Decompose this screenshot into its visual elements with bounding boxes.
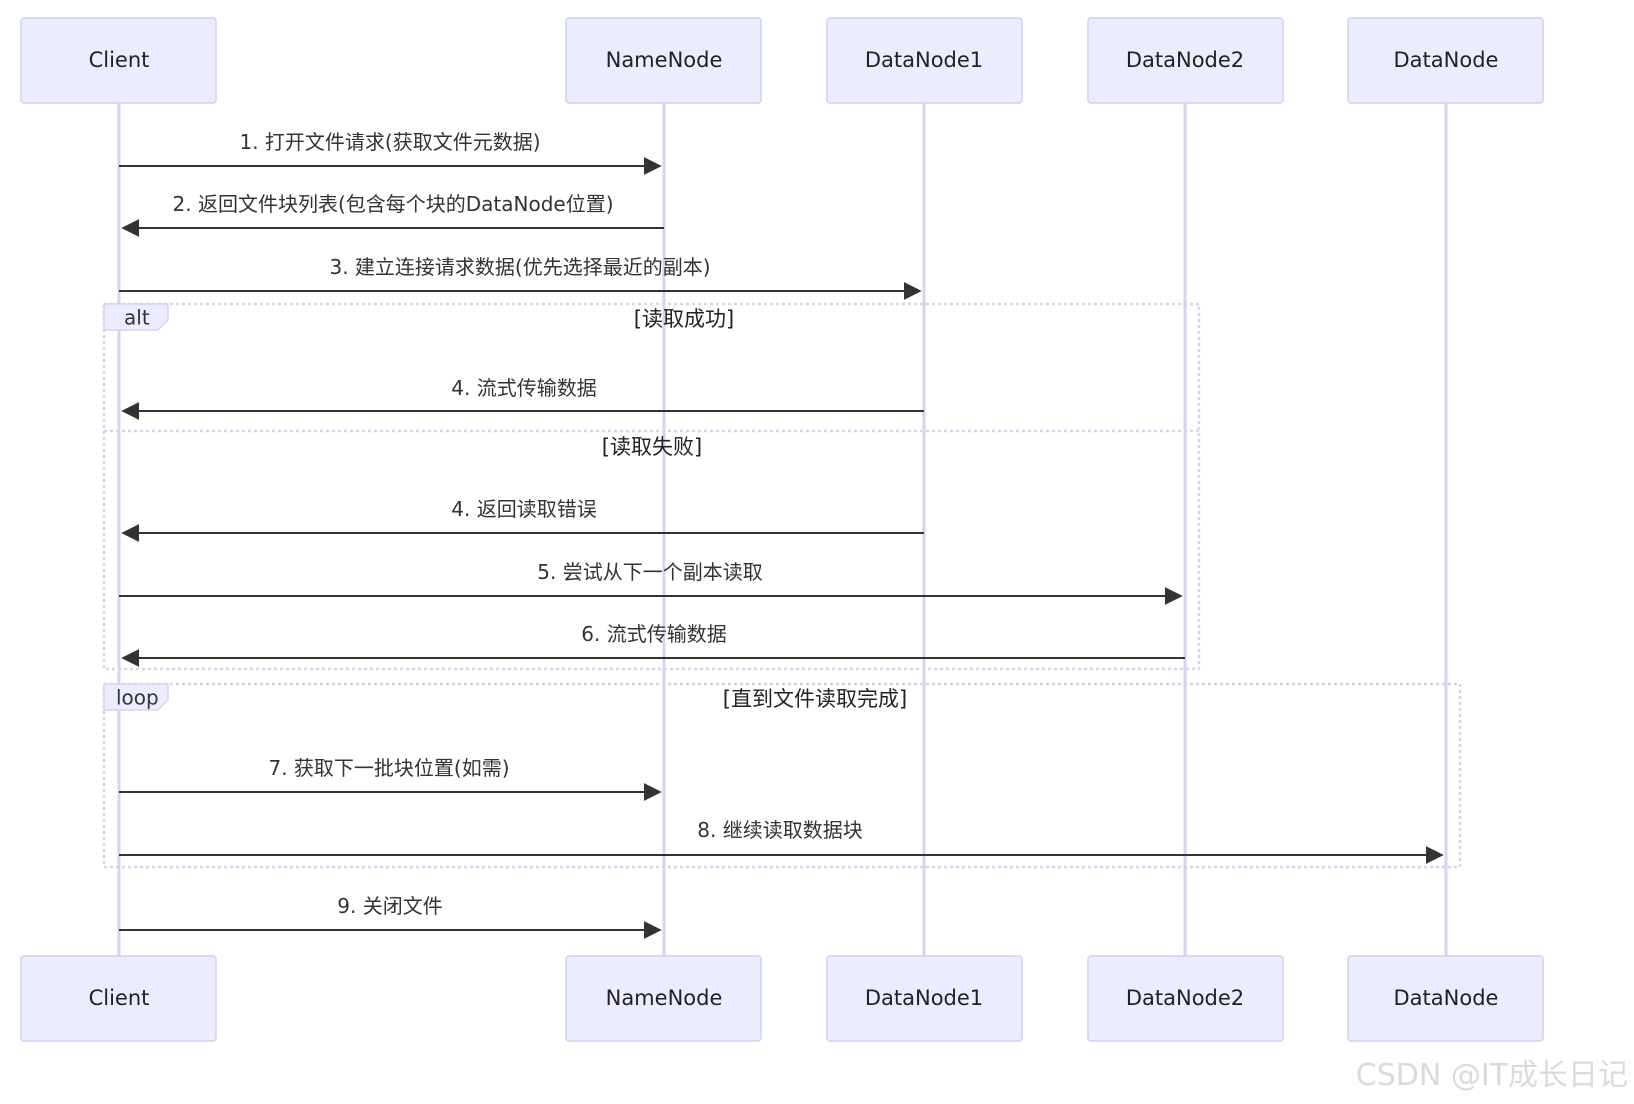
- message-1: 1. 打开文件请求(获取文件元数据): [119, 130, 662, 175]
- alt-condition: [读取成功]: [634, 307, 734, 331]
- message-label: 5. 尝试从下一个副本读取: [537, 560, 762, 584]
- message-label: 7. 获取下一批块位置(如需): [268, 756, 509, 780]
- actor-label: Client: [89, 48, 150, 72]
- actor-label: DataNode2: [1126, 48, 1244, 72]
- message-6: 6. 流式传输数据: [121, 622, 1185, 667]
- message-label: 4. 流式传输数据: [451, 376, 596, 400]
- message-7: 7. 获取下一批块位置(如需): [119, 756, 662, 801]
- actor-label: NameNode: [606, 48, 723, 72]
- message-label: 8. 继续读取数据块: [697, 818, 862, 842]
- actor-label: DataNode1: [865, 48, 983, 72]
- message-label: 2. 返回文件块列表(包含每个块的DataNode位置): [173, 192, 614, 216]
- message-label: 4. 返回读取错误: [451, 497, 596, 521]
- actor-label: NameNode: [606, 986, 723, 1010]
- message-2: 2. 返回文件块列表(包含每个块的DataNode位置): [121, 192, 664, 237]
- alt-label: alt: [124, 306, 150, 330]
- message-label: 1. 打开文件请求(获取文件元数据): [239, 130, 540, 154]
- actor-label: DataNode1: [865, 986, 983, 1010]
- loop-condition: [直到文件读取完成]: [723, 687, 907, 711]
- loop-fragment: loop [直到文件读取完成]: [102, 682, 1462, 869]
- actor-label: DataNode: [1394, 48, 1499, 72]
- message-5: 5. 尝试从下一个副本读取: [119, 560, 1183, 605]
- message-label: 6. 流式传输数据: [581, 622, 726, 646]
- alt-else-condition: [读取失败]: [602, 435, 702, 459]
- actor-label: Client: [89, 986, 150, 1010]
- actor-namenode-top: NameNode: [565, 17, 762, 104]
- message-4b: 4. 返回读取错误: [121, 497, 924, 542]
- message-4a: 4. 流式传输数据: [121, 376, 924, 420]
- actor-label: DataNode: [1394, 986, 1499, 1010]
- actor-datanode2-bottom: DataNode2: [1087, 955, 1284, 1042]
- actor-datanode-bottom: DataNode: [1347, 955, 1544, 1042]
- actor-datanode-top: DataNode: [1347, 17, 1544, 104]
- alt-fragment: alt [读取成功] [读取失败]: [102, 302, 1201, 671]
- actor-client-bottom: Client: [20, 955, 217, 1042]
- actor-datanode1-bottom: DataNode1: [826, 955, 1023, 1042]
- loop-label: loop: [116, 686, 159, 710]
- message-9: 9. 关闭文件: [119, 894, 662, 939]
- actor-namenode-bottom: NameNode: [565, 955, 762, 1042]
- message-8: 8. 继续读取数据块: [119, 818, 1444, 864]
- actor-client-top: Client: [20, 17, 217, 104]
- message-label: 3. 建立连接请求数据(优先选择最近的副本): [329, 255, 710, 279]
- message-3: 3. 建立连接请求数据(优先选择最近的副本): [119, 255, 922, 300]
- actor-label: DataNode2: [1126, 986, 1244, 1010]
- sequence-diagram: Client NameNode DataNode1 DataNode2 Data…: [20, 17, 1544, 1042]
- message-label: 9. 关闭文件: [337, 894, 442, 918]
- watermark: CSDN @IT成长日记: [1355, 1058, 1628, 1093]
- actor-datanode1-top: DataNode1: [826, 17, 1023, 104]
- actor-datanode2-top: DataNode2: [1087, 17, 1284, 104]
